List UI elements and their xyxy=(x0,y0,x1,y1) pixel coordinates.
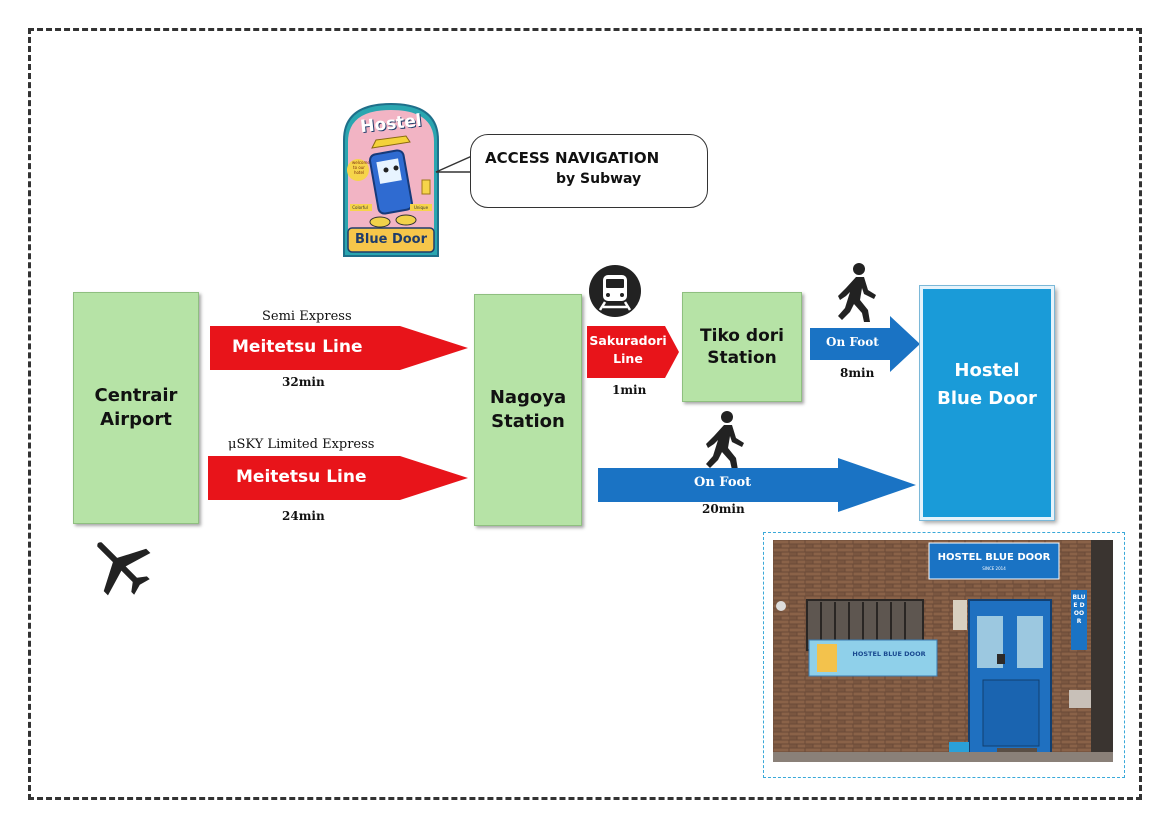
on-foot-time-long: 20min xyxy=(702,502,745,516)
hostel-logo: Hostel welcome to our hotel Colorful Uni… xyxy=(336,100,446,260)
meitetsu-arrow-2: Meitetsu Line xyxy=(208,456,468,500)
bubble-title: ACCESS NAVIGATION xyxy=(485,149,660,167)
logo-bottom-text: Blue Door xyxy=(354,232,428,247)
speech-bubble: ACCESS NAVIGATION by Subway xyxy=(470,134,708,208)
meitetsu-label-1: Meitetsu Line xyxy=(232,337,363,357)
walker-icon xyxy=(834,262,880,328)
walker-icon xyxy=(702,410,748,476)
sky-express-label: μSKY Limited Express xyxy=(228,437,375,452)
photo-frame xyxy=(763,532,1125,778)
on-foot-arrow-short: On Foot xyxy=(810,316,920,372)
on-foot-label-long: On Foot xyxy=(694,475,752,490)
photo-sign-small: SINCE 2014 xyxy=(982,566,1006,571)
airplane-icon xyxy=(84,532,156,602)
on-foot-arrow-long: On Foot xyxy=(598,458,916,512)
centrair-label: Centrair Airport xyxy=(94,385,178,430)
logo-left-badge: Colorful xyxy=(352,205,368,210)
on-foot-time-short: 8min xyxy=(840,366,875,380)
hostel-label: Hostel Blue Door xyxy=(937,360,1037,409)
node-nagoya-station: Nagoya Station xyxy=(474,294,582,526)
logo-right-badge: Unique xyxy=(413,205,429,210)
hostel-photo: HOSTEL BLUE DOOR SINCE 2014 HOSTEL BLUE … xyxy=(773,540,1113,762)
bubble-subtitle: by Subway xyxy=(556,171,642,187)
node-tiko-dori-station: Tiko dori Station xyxy=(682,292,802,402)
node-hostel-blue-door: Hostel Blue Door xyxy=(919,285,1055,521)
sakuradori-label: Sakuradori Line xyxy=(589,333,667,366)
sakuradori-time: 1min xyxy=(612,383,647,397)
train-icon xyxy=(588,264,642,322)
photo-side-sign: BLUE DOOR xyxy=(1072,594,1086,625)
logo-welcome: welcome to our hotel xyxy=(352,160,370,175)
node-centrair-airport: Centrair Airport xyxy=(73,292,199,524)
meitetsu-label-2: Meitetsu Line xyxy=(236,467,367,487)
photo-banner: HOSTEL BLUE DOOR xyxy=(852,650,926,658)
semi-express-time: 32min xyxy=(282,375,325,389)
on-foot-label-short: On Foot xyxy=(826,335,879,349)
meitetsu-arrow-1: Meitetsu Line xyxy=(210,326,468,370)
nagoya-label: Nagoya Station xyxy=(489,387,567,432)
sky-express-time: 24min xyxy=(282,509,325,523)
dashed-frame xyxy=(28,28,1142,800)
sakuradori-arrow: Sakuradori Line xyxy=(587,326,679,378)
semi-express-label: Semi Express xyxy=(262,309,352,324)
bubble-tail xyxy=(435,155,474,173)
tiko-label: Tiko dori Station xyxy=(700,326,784,368)
photo-sign: HOSTEL BLUE DOOR xyxy=(937,552,1051,563)
